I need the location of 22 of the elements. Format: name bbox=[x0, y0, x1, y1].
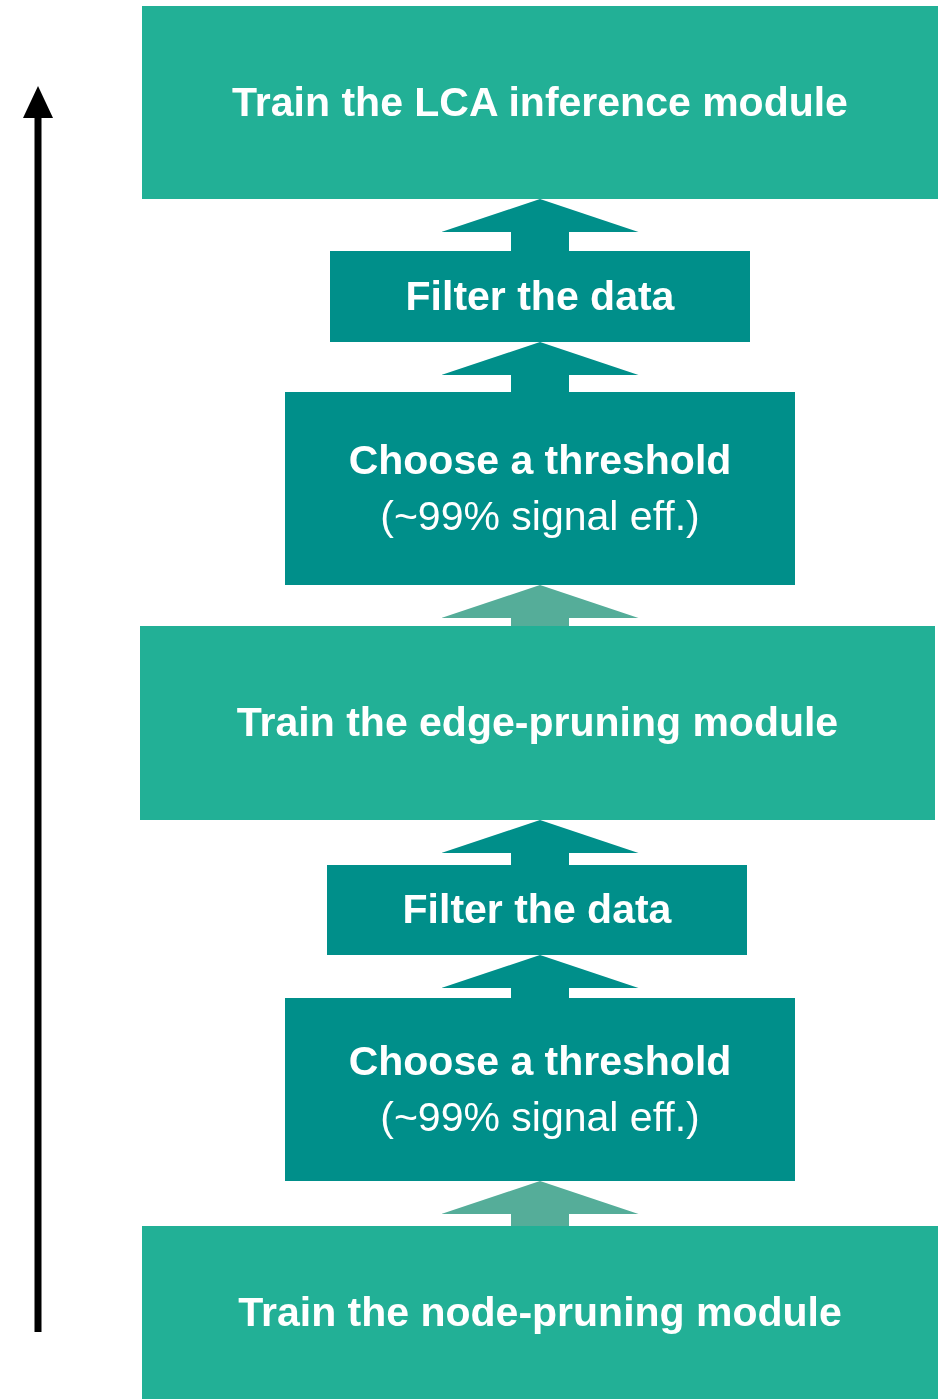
box-label: Filter the data bbox=[405, 271, 675, 321]
block-arrow bbox=[441, 585, 639, 626]
box-label: Filter the data bbox=[402, 885, 672, 935]
block-arrow bbox=[441, 955, 639, 998]
block-arrow bbox=[441, 820, 639, 865]
box-label: Choose a threshold bbox=[348, 436, 732, 486]
block-arrow bbox=[441, 342, 639, 392]
process-box bbox=[330, 251, 750, 342]
process-box bbox=[285, 392, 795, 585]
box-sublabel: (~99% signal eff.) bbox=[380, 491, 700, 541]
box-label: Train the node-pruning module bbox=[238, 1287, 842, 1337]
box-label: Train the LCA inference module bbox=[232, 77, 848, 127]
box-sublabel: (~99% signal eff.) bbox=[380, 1092, 700, 1142]
process-box bbox=[327, 865, 747, 955]
process-box bbox=[142, 6, 938, 199]
process-box bbox=[142, 1226, 938, 1399]
box-label: Train the edge-pruning module bbox=[236, 698, 839, 748]
block-arrow bbox=[441, 1181, 639, 1226]
process-box bbox=[285, 998, 795, 1181]
process-box bbox=[140, 626, 935, 820]
block-arrow bbox=[441, 199, 639, 251]
box-label: Choose a threshold bbox=[348, 1037, 732, 1087]
